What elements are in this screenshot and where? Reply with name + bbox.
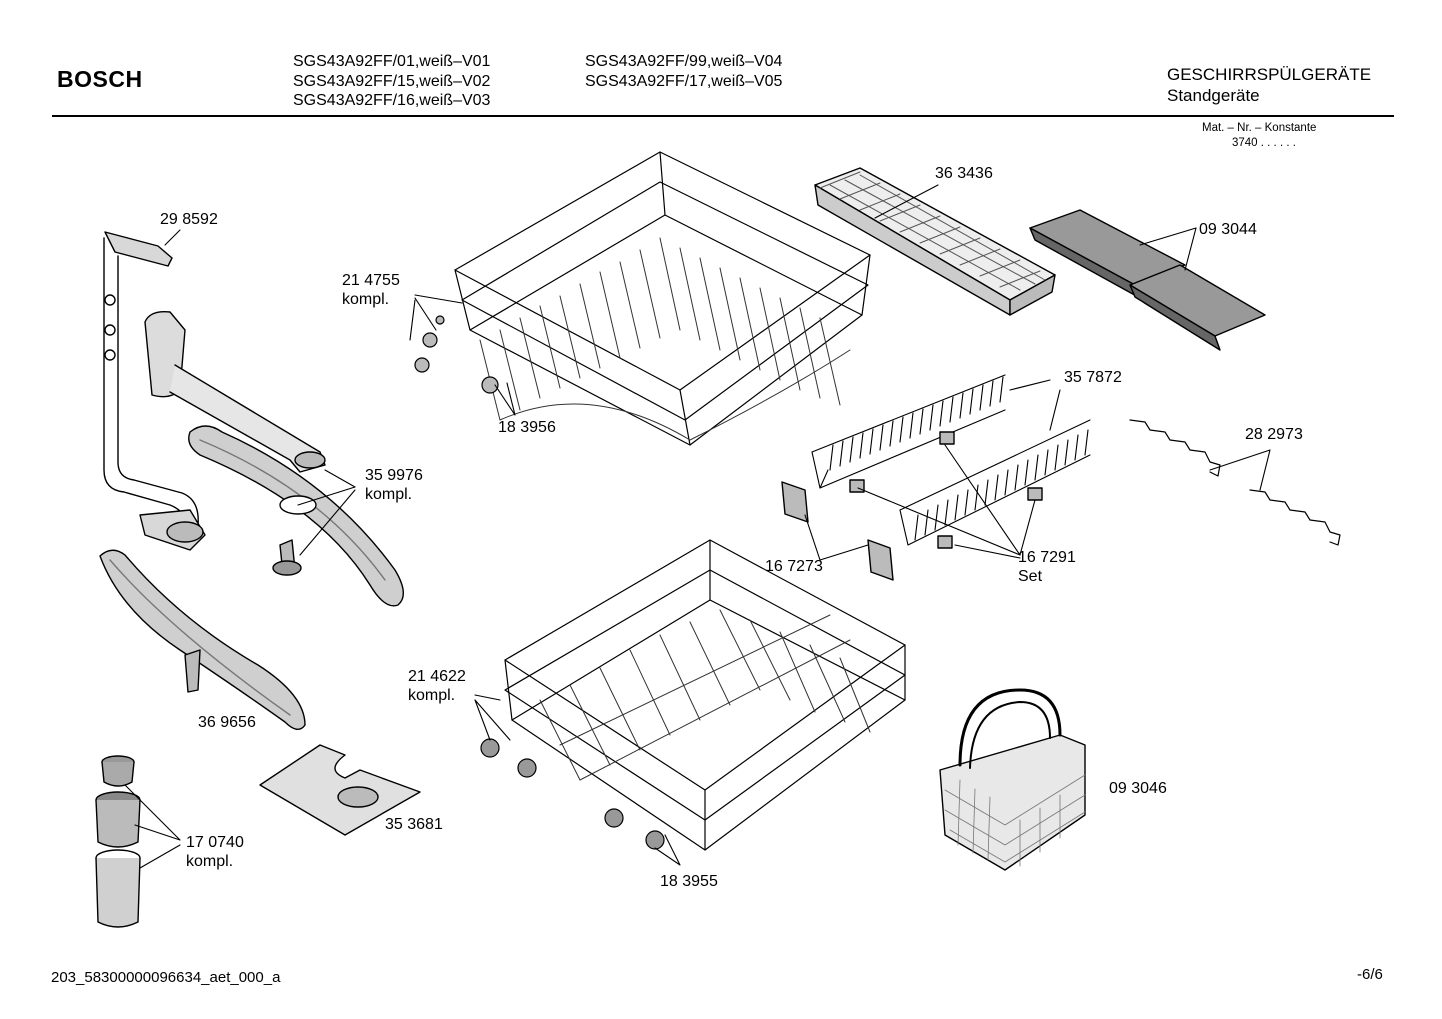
part-label: 18 3955 [660, 873, 718, 890]
cover-plate-drawing [259, 744, 421, 836]
model-code: SGS43A92FF/15,weiß–V02 [293, 72, 491, 90]
model-code: SGS43A92FF/16,weiß–V03 [293, 92, 491, 109]
tine-row-drawing [811, 374, 1091, 546]
brand-logo: BOSCH [57, 66, 143, 92]
part-label: 09 3046 [1109, 780, 1167, 797]
supply-tube-drawing [103, 231, 206, 551]
tine-rack-drawing [1029, 209, 1266, 351]
upper-basket-drawing [414, 151, 871, 446]
part-label: 28 2973 [1245, 426, 1303, 443]
model-code: SGS43A92FF/99,weiß–V04 [585, 53, 783, 70]
filter-drawing [95, 755, 141, 928]
upper-arm-mount-drawing [144, 311, 326, 473]
document-id: 203_58300000096634_aet_000_a [51, 969, 281, 986]
category-subtitle: Standgeräte [1167, 86, 1260, 105]
cutlery-tray-drawing [814, 167, 1056, 316]
part-label: 18 3956 [498, 419, 556, 436]
leader-lines [124, 184, 1271, 869]
part-label: 29 8592 [160, 211, 218, 228]
model-code: SGS43A92FF/01,weiß–V01 [293, 53, 491, 70]
part-label: 35 3681 [385, 816, 443, 833]
category-block: GESCHIRRSPÜLGERÄTE Standgeräte [1167, 64, 1371, 106]
lower-basket-drawing [480, 539, 906, 851]
header-divider [52, 115, 1394, 117]
cutlery-basket-drawing [939, 688, 1086, 871]
lower-spray-arm-drawing [99, 549, 306, 730]
model-list-col1: SGS43A92FF/01,weiß–V01 SGS43A92FF/15,wei… [293, 52, 490, 111]
model-list-col2: SGS43A92FF/99,weiß–V04 SGS43A92FF/17,wei… [585, 52, 782, 91]
page-number: -6/6 [1357, 966, 1383, 983]
part-label: 35 7872 [1064, 369, 1122, 386]
cup-shelf-drawing [1129, 419, 1341, 546]
material-number-block: Mat. – Nr. – Konstante 3740 . . . . . . [1202, 121, 1316, 151]
part-label: 09 3044 [1199, 221, 1257, 238]
part-label: 36 3436 [935, 165, 993, 182]
part-label: 36 9656 [198, 714, 256, 731]
material-number-value: 3740 . . . . . . [1232, 137, 1296, 149]
part-label: 16 7273 [765, 558, 823, 575]
upper-spray-arm-drawing [188, 425, 404, 607]
category-title: GESCHIRRSPÜLGERÄTE [1167, 65, 1372, 84]
material-number-label: Mat. – Nr. – Konstante [1202, 122, 1317, 134]
model-code: SGS43A92FF/17,weiß–V05 [585, 72, 783, 90]
